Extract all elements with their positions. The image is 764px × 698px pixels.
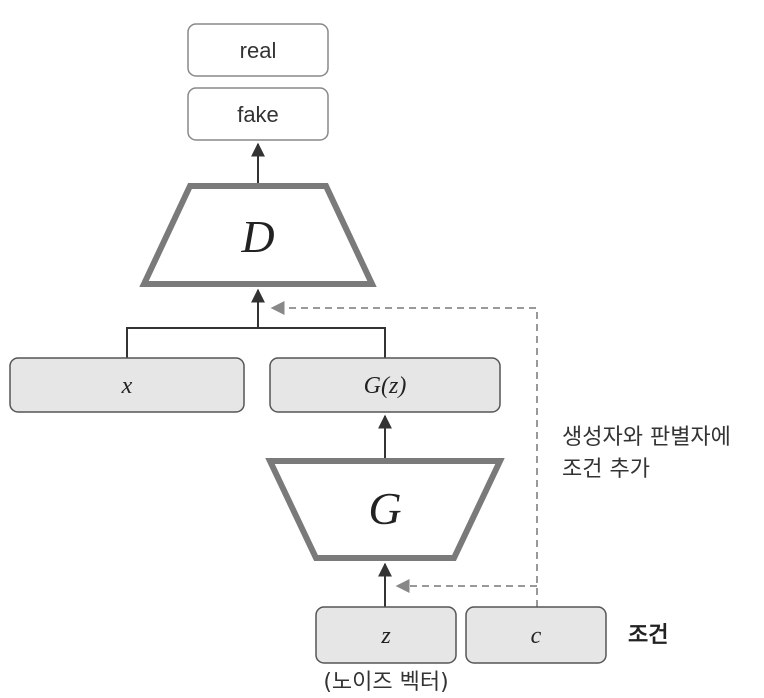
discriminator-trapezoid: [139, 183, 377, 287]
c-label: c: [531, 623, 542, 649]
noise-vector-label: (노이즈 벡터): [323, 670, 448, 695]
gz-box: [269, 357, 501, 413]
real-label: real: [240, 38, 277, 63]
x-box: [9, 357, 245, 413]
fake-box: [187, 87, 329, 141]
discriminator-label: D: [240, 211, 274, 262]
generator-label: G: [368, 483, 401, 534]
c-box: [465, 606, 607, 664]
condition-note-line1: 생성자와 판별자에: [562, 425, 731, 450]
condition-dashed-to-d: [270, 301, 538, 607]
fake-label: fake: [237, 102, 279, 127]
z-label: z: [380, 623, 391, 649]
condition-note-line2: 조건 추가: [562, 457, 650, 482]
generator-trapezoid: [265, 458, 505, 561]
merge-connector: [126, 327, 386, 358]
gz-label: G(z): [364, 373, 407, 399]
z-box: [315, 606, 457, 664]
condition-label: 조건: [628, 623, 668, 648]
x-label: x: [121, 373, 133, 399]
real-box: [187, 23, 329, 77]
